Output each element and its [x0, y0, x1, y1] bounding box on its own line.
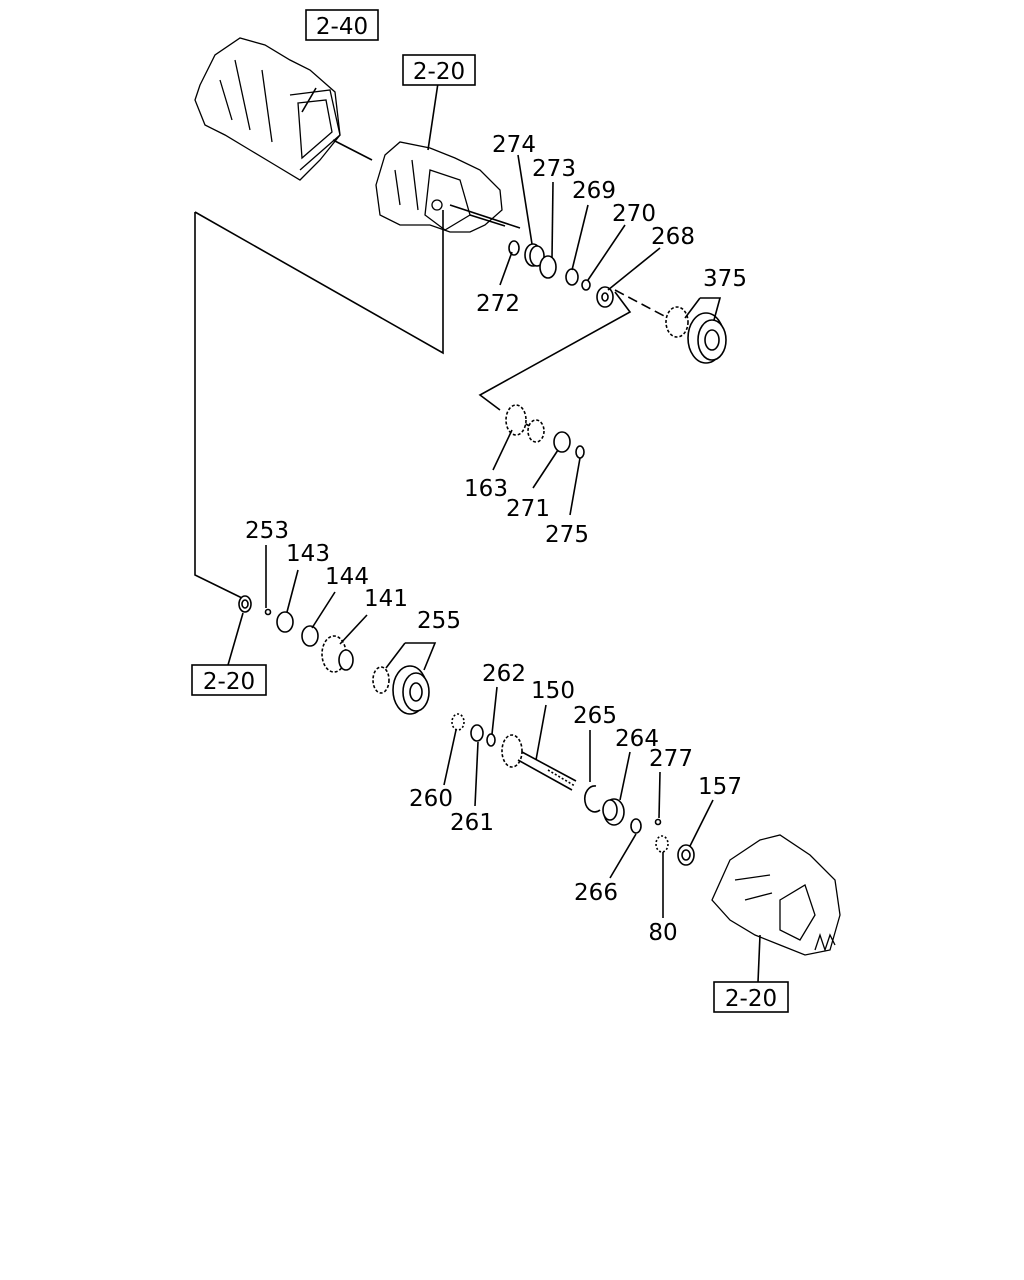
callout-157: 157: [698, 774, 742, 800]
reference-box-top-left: 2-40: [305, 9, 379, 41]
callout-260: 260: [409, 786, 453, 812]
reference-label: 2-40: [316, 14, 368, 40]
indirection-lines: [194, 210, 669, 599]
callout-80: 80: [648, 920, 677, 946]
reference-label: 2-20: [413, 59, 465, 85]
rear-housing-sketch: [194, 37, 373, 181]
leader-lines: [227, 82, 761, 983]
reference-box-mid-left: 2-20: [191, 664, 267, 696]
callout-269: 269: [572, 178, 616, 204]
reference-label: 2-20: [203, 669, 255, 695]
callout-272: 272: [476, 291, 520, 317]
callout-255: 255: [417, 608, 461, 634]
callout-264: 264: [615, 726, 659, 752]
callout-150: 150: [531, 678, 575, 704]
callout-273: 273: [532, 156, 576, 182]
front-housing-sketch: [375, 141, 521, 233]
counter-gear-group: [505, 404, 585, 459]
callout-253: 253: [245, 518, 289, 544]
callout-275: 275: [545, 522, 589, 548]
bottom-housing-sketch: [711, 834, 841, 956]
reference-box-bottom-right: 2-20: [713, 981, 789, 1013]
callout-277: 277: [649, 746, 693, 772]
callout-262: 262: [482, 661, 526, 687]
reference-label: 2-20: [725, 986, 777, 1012]
callout-266: 266: [574, 880, 618, 906]
callout-375: 375: [703, 266, 747, 292]
callout-141: 141: [364, 586, 408, 612]
callout-144: 144: [325, 564, 369, 590]
reference-box-top-right: 2-20: [402, 54, 476, 86]
callout-271: 271: [506, 496, 550, 522]
part-callouts: 274 273 269 270 268 272 375 163 271 275 …: [245, 132, 747, 946]
callout-265: 265: [573, 703, 617, 729]
callout-261: 261: [450, 810, 494, 836]
lower-parts: [238, 595, 695, 866]
callout-270: 270: [612, 201, 656, 227]
upper-parts: [508, 240, 727, 364]
callout-268: 268: [651, 224, 695, 250]
callout-274: 274: [492, 132, 536, 158]
callout-163: 163: [464, 476, 508, 502]
callout-143: 143: [286, 541, 330, 567]
